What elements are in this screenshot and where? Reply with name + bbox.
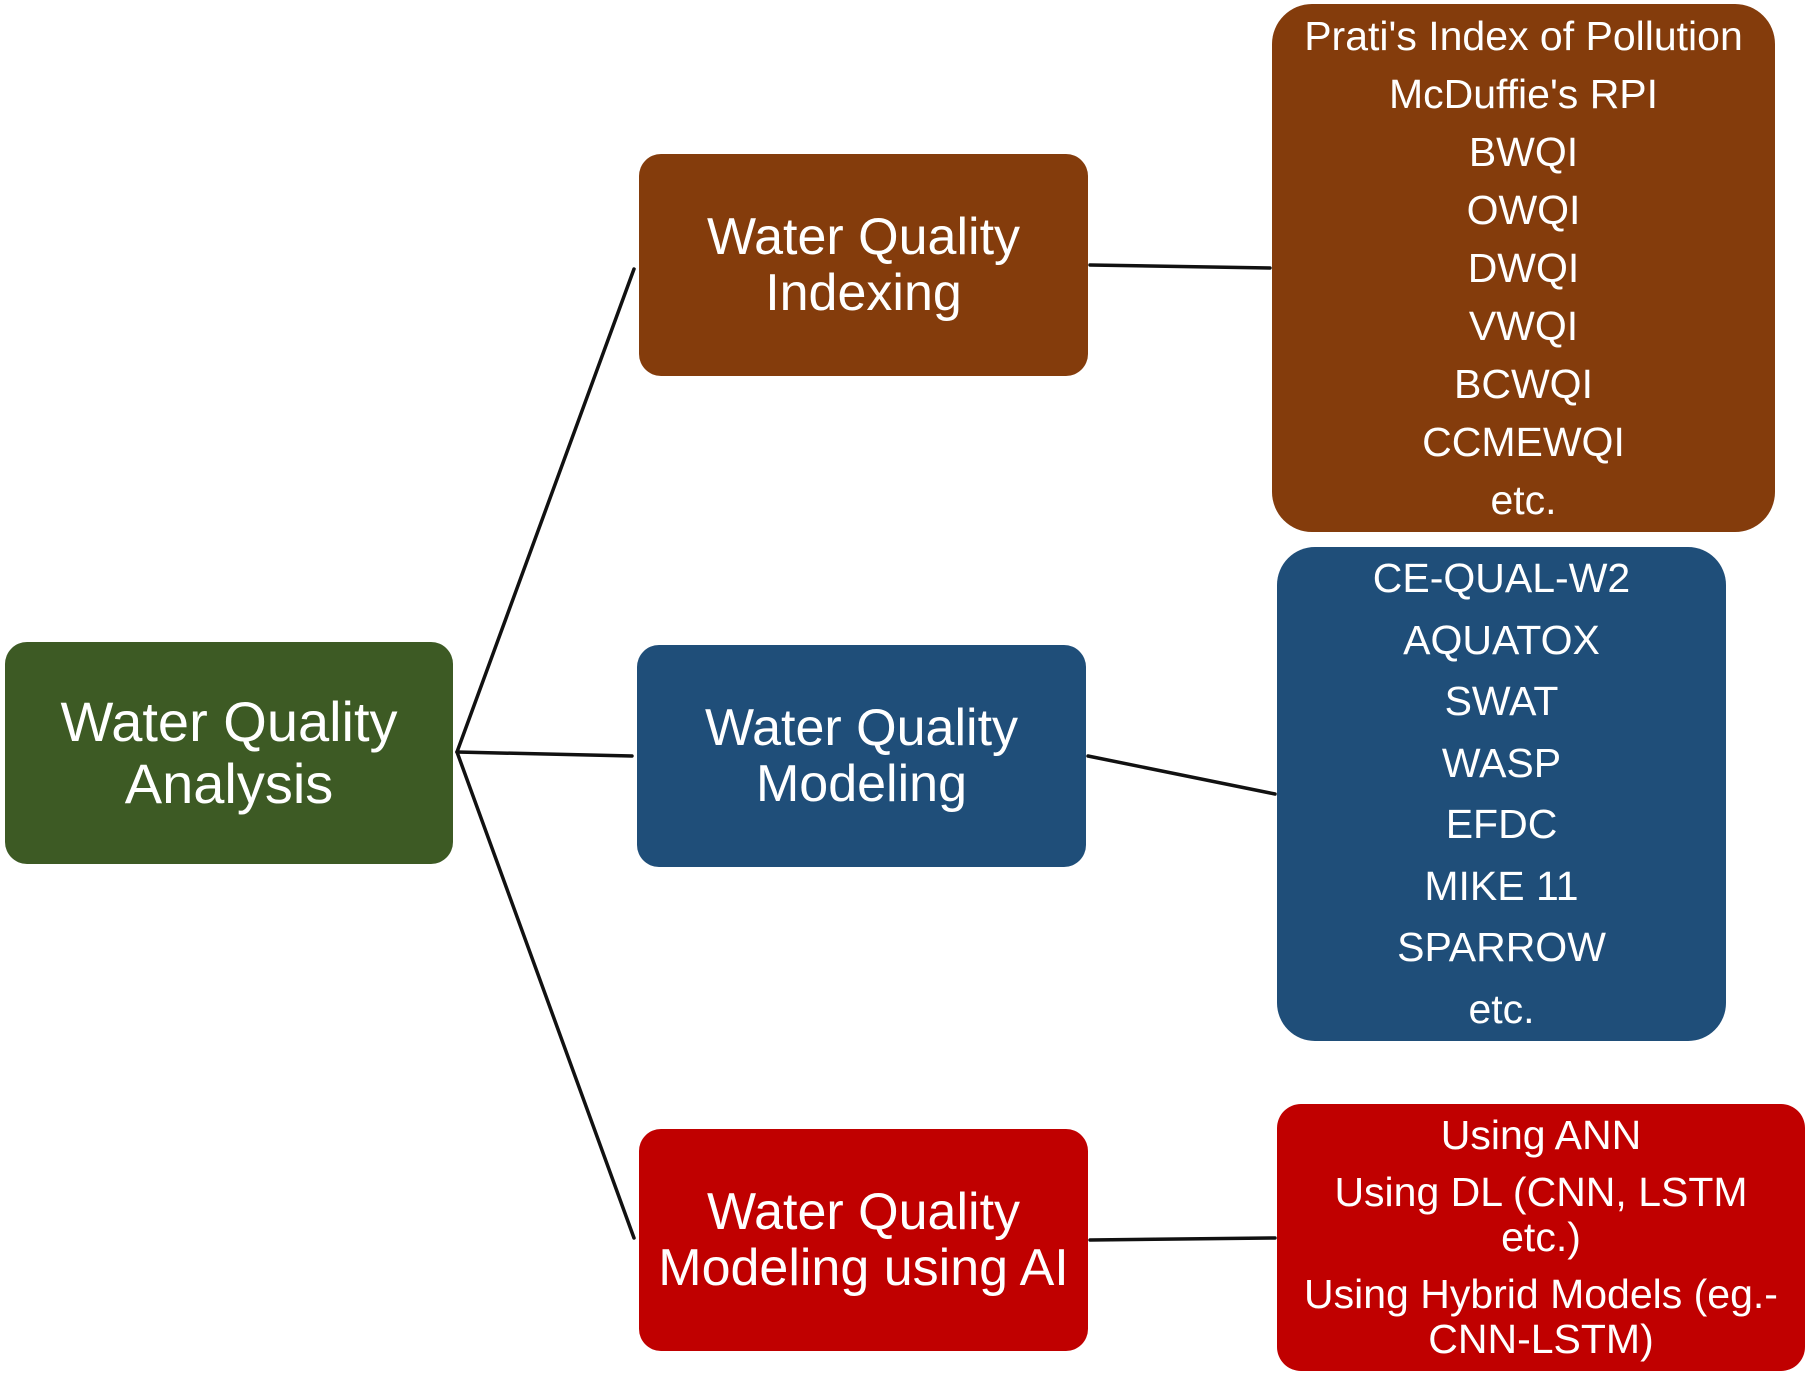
branch-modeling-label: Water Quality Modeling <box>705 700 1018 812</box>
list-box-modeling-tools: CE-QUAL-W2 AQUATOX SWAT WASP EFDC MIKE 1… <box>1277 547 1726 1041</box>
list-item: Using ANN <box>1277 1113 1805 1158</box>
connector-modeling-to-list <box>1086 754 1277 796</box>
connector-indexing-to-list <box>1088 263 1272 270</box>
list-item: SWAT <box>1444 678 1559 724</box>
root-label-line-2: Analysis <box>124 752 334 815</box>
branch-modeling-label-line-1: Water Quality <box>704 699 1019 757</box>
branch-ai-label-line-2: Modeling using AI <box>658 1239 1069 1297</box>
list-item: CE-QUAL-W2 <box>1372 555 1631 601</box>
branch-ai-label-line-1: Water Quality <box>706 1183 1021 1241</box>
connector-root-to-ai <box>455 750 636 1240</box>
list-item: Prati's Index of Pollution <box>1304 13 1743 59</box>
indexing-methods-list: Prati's Index of Pollution McDuffie's RP… <box>1272 7 1775 529</box>
list-box-ai-approaches: Using ANN Using DL (CNN, LSTM etc.) Usin… <box>1277 1104 1805 1371</box>
branch-ai-label: Water Quality Modeling using AI <box>658 1184 1069 1296</box>
ai-item-3-line-1: Using Hybrid Models (eg.- <box>1304 1271 1778 1317</box>
ai-item-1-line-1: Using ANN <box>1440 1112 1642 1158</box>
branch-node-modeling-using-ai: Water Quality Modeling using AI <box>639 1129 1088 1351</box>
list-item: etc. <box>1468 985 1535 1032</box>
list-item: BCWQI <box>1454 361 1593 407</box>
branch-indexing-label-line-2: Indexing <box>765 264 962 322</box>
list-item: OWQI <box>1466 187 1581 233</box>
branch-modeling-label-line-2: Modeling <box>755 755 967 813</box>
list-item: CCMEWQI <box>1422 419 1625 465</box>
list-item: McDuffie's RPI <box>1388 71 1659 117</box>
root-label-line-1: Water Quality <box>60 690 398 753</box>
list-item: DWQI <box>1467 245 1580 291</box>
branch-node-modeling: Water Quality Modeling <box>637 645 1086 867</box>
ai-item-2-line-2: etc.) <box>1501 1214 1581 1260</box>
list-item: Using Hybrid Models (eg.- CNN-LSTM) <box>1277 1272 1805 1362</box>
root-node-label: Water Quality Analysis <box>60 691 397 815</box>
list-item: BWQI <box>1468 129 1579 175</box>
ai-approaches-list: Using ANN Using DL (CNN, LSTM etc.) Usin… <box>1277 1107 1805 1368</box>
list-item: WASP <box>1441 739 1562 786</box>
branch-indexing-label-line-1: Water Quality <box>706 208 1021 266</box>
list-box-indexing-methods: Prati's Index of Pollution McDuffie's RP… <box>1272 4 1775 532</box>
branch-node-indexing: Water Quality Indexing <box>639 154 1088 376</box>
list-item: Using DL (CNN, LSTM etc.) <box>1277 1170 1805 1260</box>
list-item: MIKE 11 <box>1424 862 1579 909</box>
list-item: SPARROW <box>1397 924 1606 970</box>
root-node-water-quality-analysis: Water Quality Analysis <box>5 642 453 864</box>
list-item: etc. <box>1490 477 1557 523</box>
list-item: EFDC <box>1445 801 1558 847</box>
list-item: AQUATOX <box>1403 616 1600 663</box>
connector-root-to-indexing <box>455 267 636 754</box>
connector-root-to-modeling <box>455 750 634 758</box>
ai-item-2-line-1: Using DL (CNN, LSTM <box>1334 1169 1748 1215</box>
ai-item-3-line-2: CNN-LSTM) <box>1428 1316 1654 1362</box>
list-item: VWQI <box>1468 303 1579 349</box>
branch-indexing-label: Water Quality Indexing <box>707 209 1020 321</box>
connector-ai-to-list <box>1088 1236 1277 1242</box>
modeling-tools-list: CE-QUAL-W2 AQUATOX SWAT WASP EFDC MIKE 1… <box>1277 548 1726 1040</box>
